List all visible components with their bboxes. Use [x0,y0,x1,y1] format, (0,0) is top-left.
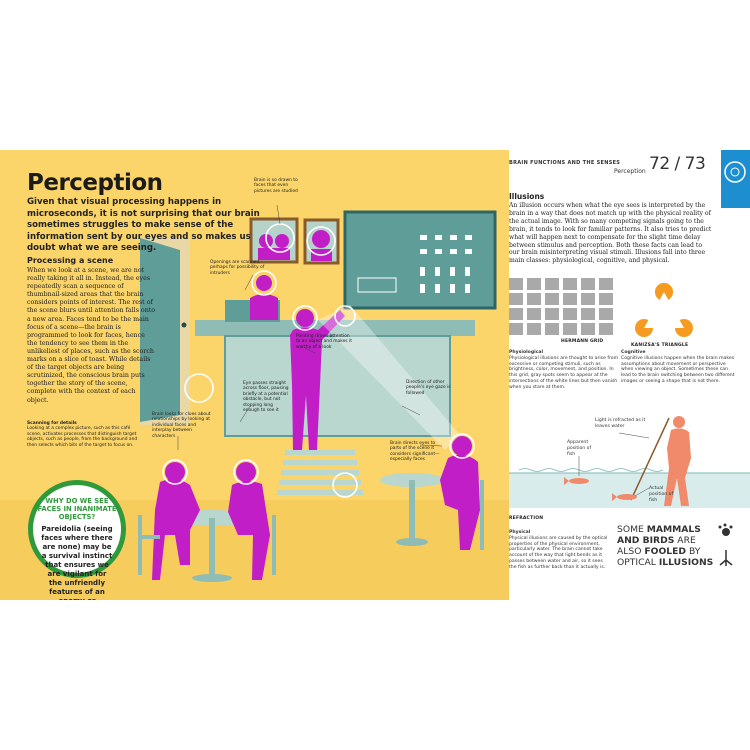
refraction-apparent-annotation: Apparent position of fish [567,440,592,457]
bird-footprint-icon [719,550,733,566]
server-figure [250,294,278,320]
scanning-heading: Scanning for details [27,421,77,426]
physiological-text: Physiological Physiological illusions ar… [509,350,619,391]
processing-heading: Processing a scene [27,256,114,265]
illusions-body: An illusion occurs when what the eye see… [509,202,712,265]
annotation-openings: Openings are scanned, perhaps for possib… [210,260,265,276]
physical-heading: Physical [509,530,531,535]
annotation-floor: Eye passes straight across floor, pausin… [243,381,289,414]
actual-fish [617,494,637,500]
physiological-heading: Physiological [509,350,544,355]
paw-prints-icon [718,523,733,566]
cognitive-body: Cognitive illusions happen when the brai… [621,355,735,384]
section-sub: Perception [614,168,646,175]
cafe-scene-illustration [0,204,509,600]
refraction-illustration [509,416,750,508]
illusions-heading: Illusions [509,192,545,201]
page-numbers: 72 / 73 [649,154,706,174]
fact-part-5: BY OPTICAL [617,546,701,568]
right-page: BRAIN FUNCTIONS AND THE SENSES Perceptio… [509,150,750,600]
annotation-relationships: Brain looks for clues about relationship… [152,412,211,439]
counter-front [225,336,450,436]
section-label: BRAIN FUNCTIONS AND THE SENSES [509,160,621,166]
page-title: Perception [27,170,163,196]
menu-board [343,210,497,310]
open-door [140,238,180,422]
cognitive-text: Cognitive Cognitive illusions happen whe… [621,350,736,385]
seated-person-right [228,481,270,580]
hermann-grid [509,278,613,335]
brain-head-icon [721,150,750,208]
apparent-fish [569,478,589,484]
intro-paragraph: Given that visual processing happens in … [27,197,260,253]
callout-answer: Pareidolia (seeing faces where there are… [41,525,113,600]
fact-part-2: MAMMALS AND BIRDS [617,524,701,546]
spear-fisher [664,428,691,506]
kanizsa-triangle [635,283,693,337]
refraction-actual-annotation: Actual position of fish [649,486,674,503]
counter-top [195,320,475,336]
physical-text: Physical Physical illusions are caused b… [509,530,609,571]
left-page: Perception Given that visual processing … [0,150,509,600]
scanning-body: Looking at a complex picture, such as th… [27,426,138,448]
fact-part-1: SOME [617,524,647,535]
fact-part-4: FOOLED [644,546,687,557]
fact-part-3: ARE ALSO [617,535,696,557]
kanizsa-label: KANIZSA'S TRIANGLE [631,343,689,348]
physiological-body: Physiological illusions are thought to a… [509,355,619,390]
book-spread: Perception Given that visual processing … [0,150,750,600]
hermann-label: HERMANN GRID [561,339,604,344]
fact-part-6: ILLUSIONS [658,557,714,568]
annotation-pointing: Pointing draws attention to an object an… [296,334,352,350]
mammals-fact: SOME MAMMALS AND BIRDS ARE ALSO FOOLED B… [617,524,717,568]
spear [630,417,670,501]
annotation-eye-gaze: Direction of other people's eye gaze is … [406,380,451,396]
scanning-caption: Scanning for details Looking at a comple… [27,421,142,448]
processing-body: When we look at a scene, we are not real… [27,267,156,404]
physical-body: Physical illusions are caused by the opt… [509,535,608,570]
refraction-light-annotation: Light is refracted as it leaves water [595,418,646,429]
seated-person-left [152,479,200,580]
pointing-customer [290,310,345,450]
faces-callout: WHY DO WE SEE FACES IN INANIMATE OBJECTS… [28,480,126,600]
callout-question: WHY DO WE SEE FACES IN INANIMATE OBJECTS… [37,497,117,521]
seated-person-far-right [440,454,480,550]
refraction-label: REFRACTION [509,516,544,521]
annotation-directs: Brain directs eyes to parts of the scene… [390,441,440,463]
annotation-faces: Brain is so drawn to faces that even pic… [254,178,298,194]
cognitive-heading: Cognitive [621,350,646,355]
